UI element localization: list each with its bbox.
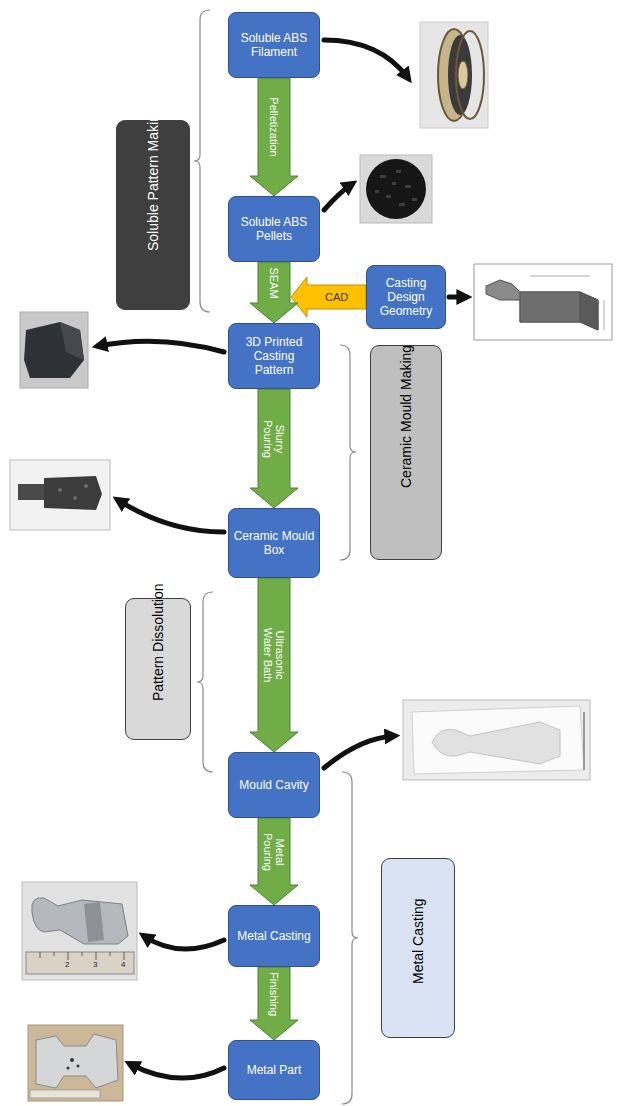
process-name: Metal Part: [247, 1063, 302, 1077]
process-name: Soluble ABS Pellets: [233, 215, 315, 243]
process-box: Mould Cavity: [228, 752, 320, 818]
stage-name: Pattern Dissolution: [150, 637, 166, 701]
ruler-number: 4: [121, 960, 125, 969]
process-name: Metal Casting: [237, 929, 310, 943]
stage-name: Soluble Pattern Making: [145, 179, 161, 251]
process-box: Metal Casting: [228, 905, 320, 967]
stage-label-box: Metal Casting: [381, 858, 455, 1038]
process-step-label: CAD: [325, 291, 348, 303]
block-arrow: [250, 78, 298, 196]
process-name: Soluble ABS Filament: [233, 31, 315, 59]
process-step-label: Slurry Pouring: [262, 413, 286, 465]
block-arrow: [250, 389, 298, 508]
mould-cavity-photo: [403, 700, 590, 780]
stage-label-box: Pattern Dissolution: [125, 598, 191, 740]
stage-label-box: Ceramic Mould Making: [370, 345, 442, 560]
process-box: 3D Printed Casting Pattern: [228, 323, 320, 389]
process-step-label: Ultrasonic Water Bath: [262, 623, 286, 687]
cad-geometry-drawing: [474, 264, 612, 340]
process-box: Metal Part: [228, 1040, 320, 1100]
metal-casting-photo: [22, 882, 137, 980]
ruler-number: 3: [93, 960, 97, 969]
process-step-label: Metal Pouring: [262, 829, 286, 875]
mould-box-photo: [10, 460, 110, 530]
block-arrow: [250, 578, 298, 752]
stage-name: Ceramic Mould Making: [398, 418, 414, 488]
block-arrow: [250, 818, 298, 905]
process-name: Mould Cavity: [239, 778, 308, 792]
stage-name: Metal Casting: [410, 912, 426, 984]
ruler-number: 2: [65, 960, 69, 969]
process-step-label: Finishing: [268, 966, 280, 1022]
process-name: Casting Design Geometry: [371, 276, 441, 318]
block-arrow: [291, 277, 366, 317]
filament-spool-photo: [420, 22, 488, 128]
process-step-label: Pelletization: [268, 82, 280, 172]
photo-pointer-arrow: [98, 40, 466, 1078]
process-step-label: SEAM: [268, 261, 280, 305]
process-box: Soluble ABS Pellets: [228, 196, 320, 262]
process-box: Ceramic Mould Box: [228, 508, 320, 578]
stage-label-box: Soluble Pattern Making: [116, 120, 190, 310]
process-name: 3D Printed Casting Pattern: [233, 335, 315, 377]
pellets-photo: [360, 155, 432, 223]
process-box: Casting Design Geometry: [366, 265, 446, 329]
process-box: Soluble ABS Filament: [228, 12, 320, 78]
metal-part-photo: [28, 1025, 123, 1101]
printed-pattern-photo: [20, 312, 88, 388]
process-name: Ceramic Mould Box: [233, 529, 315, 557]
